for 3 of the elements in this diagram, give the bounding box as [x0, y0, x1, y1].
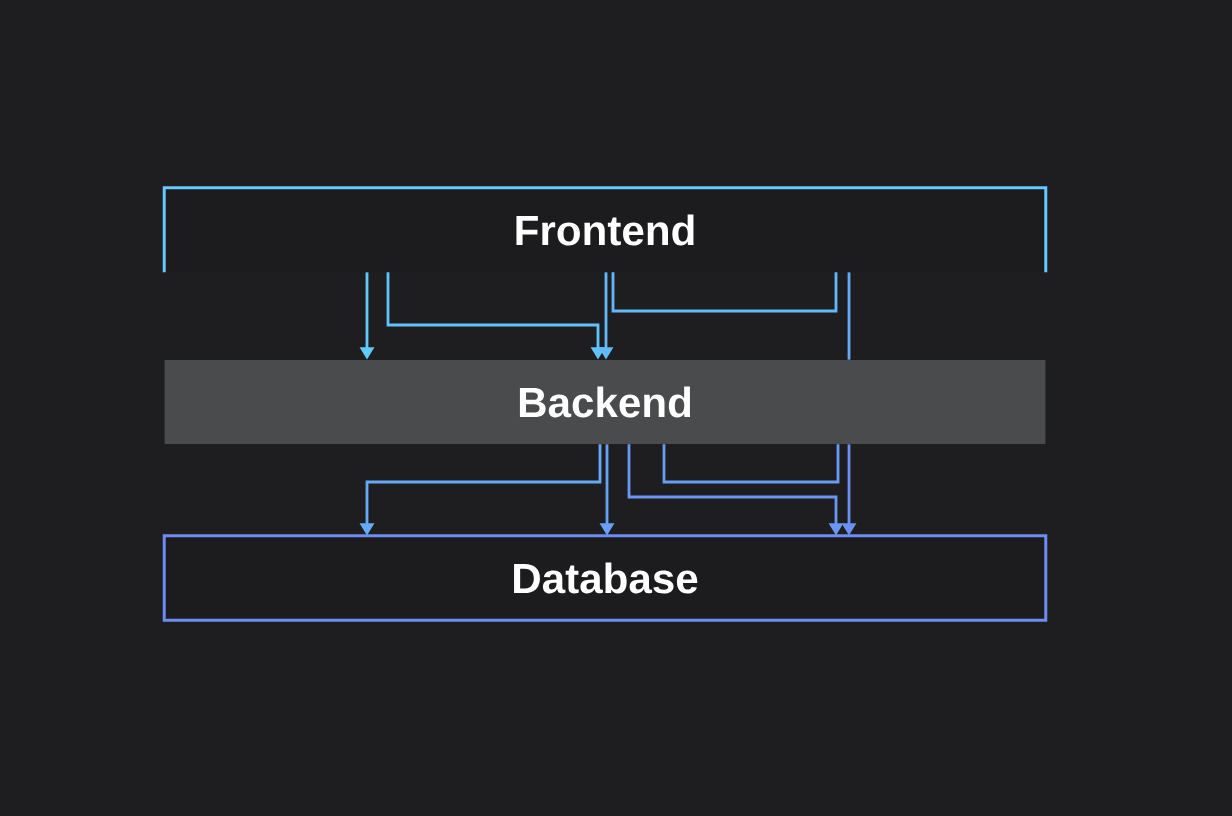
layer-band: Backend [164, 360, 1046, 444]
layer-box: Frontend [162, 186, 1048, 273]
layer-box: Database [162, 534, 1048, 622]
